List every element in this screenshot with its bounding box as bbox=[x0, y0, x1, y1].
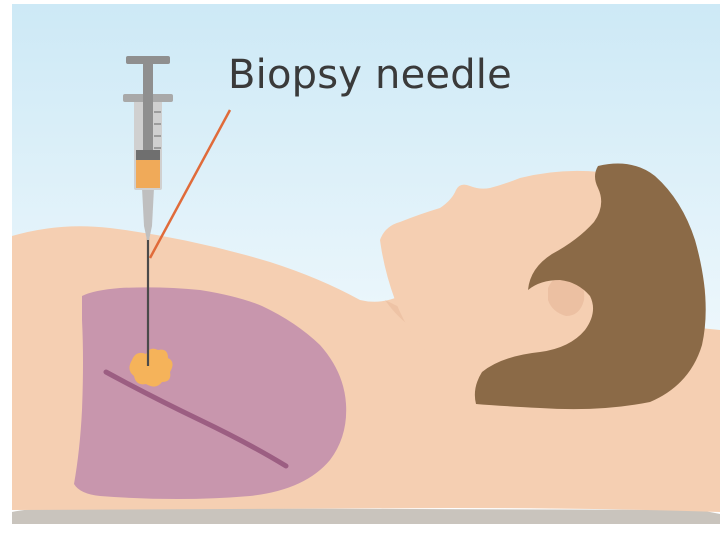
syringe-plunger-seal bbox=[136, 150, 160, 160]
syringe-plunger-thumb bbox=[126, 56, 170, 64]
syringe-sample bbox=[136, 160, 160, 188]
biopsy-needle-label: Biopsy needle bbox=[228, 52, 512, 98]
bed bbox=[12, 508, 720, 525]
syringe-plunger-rod bbox=[143, 62, 153, 162]
